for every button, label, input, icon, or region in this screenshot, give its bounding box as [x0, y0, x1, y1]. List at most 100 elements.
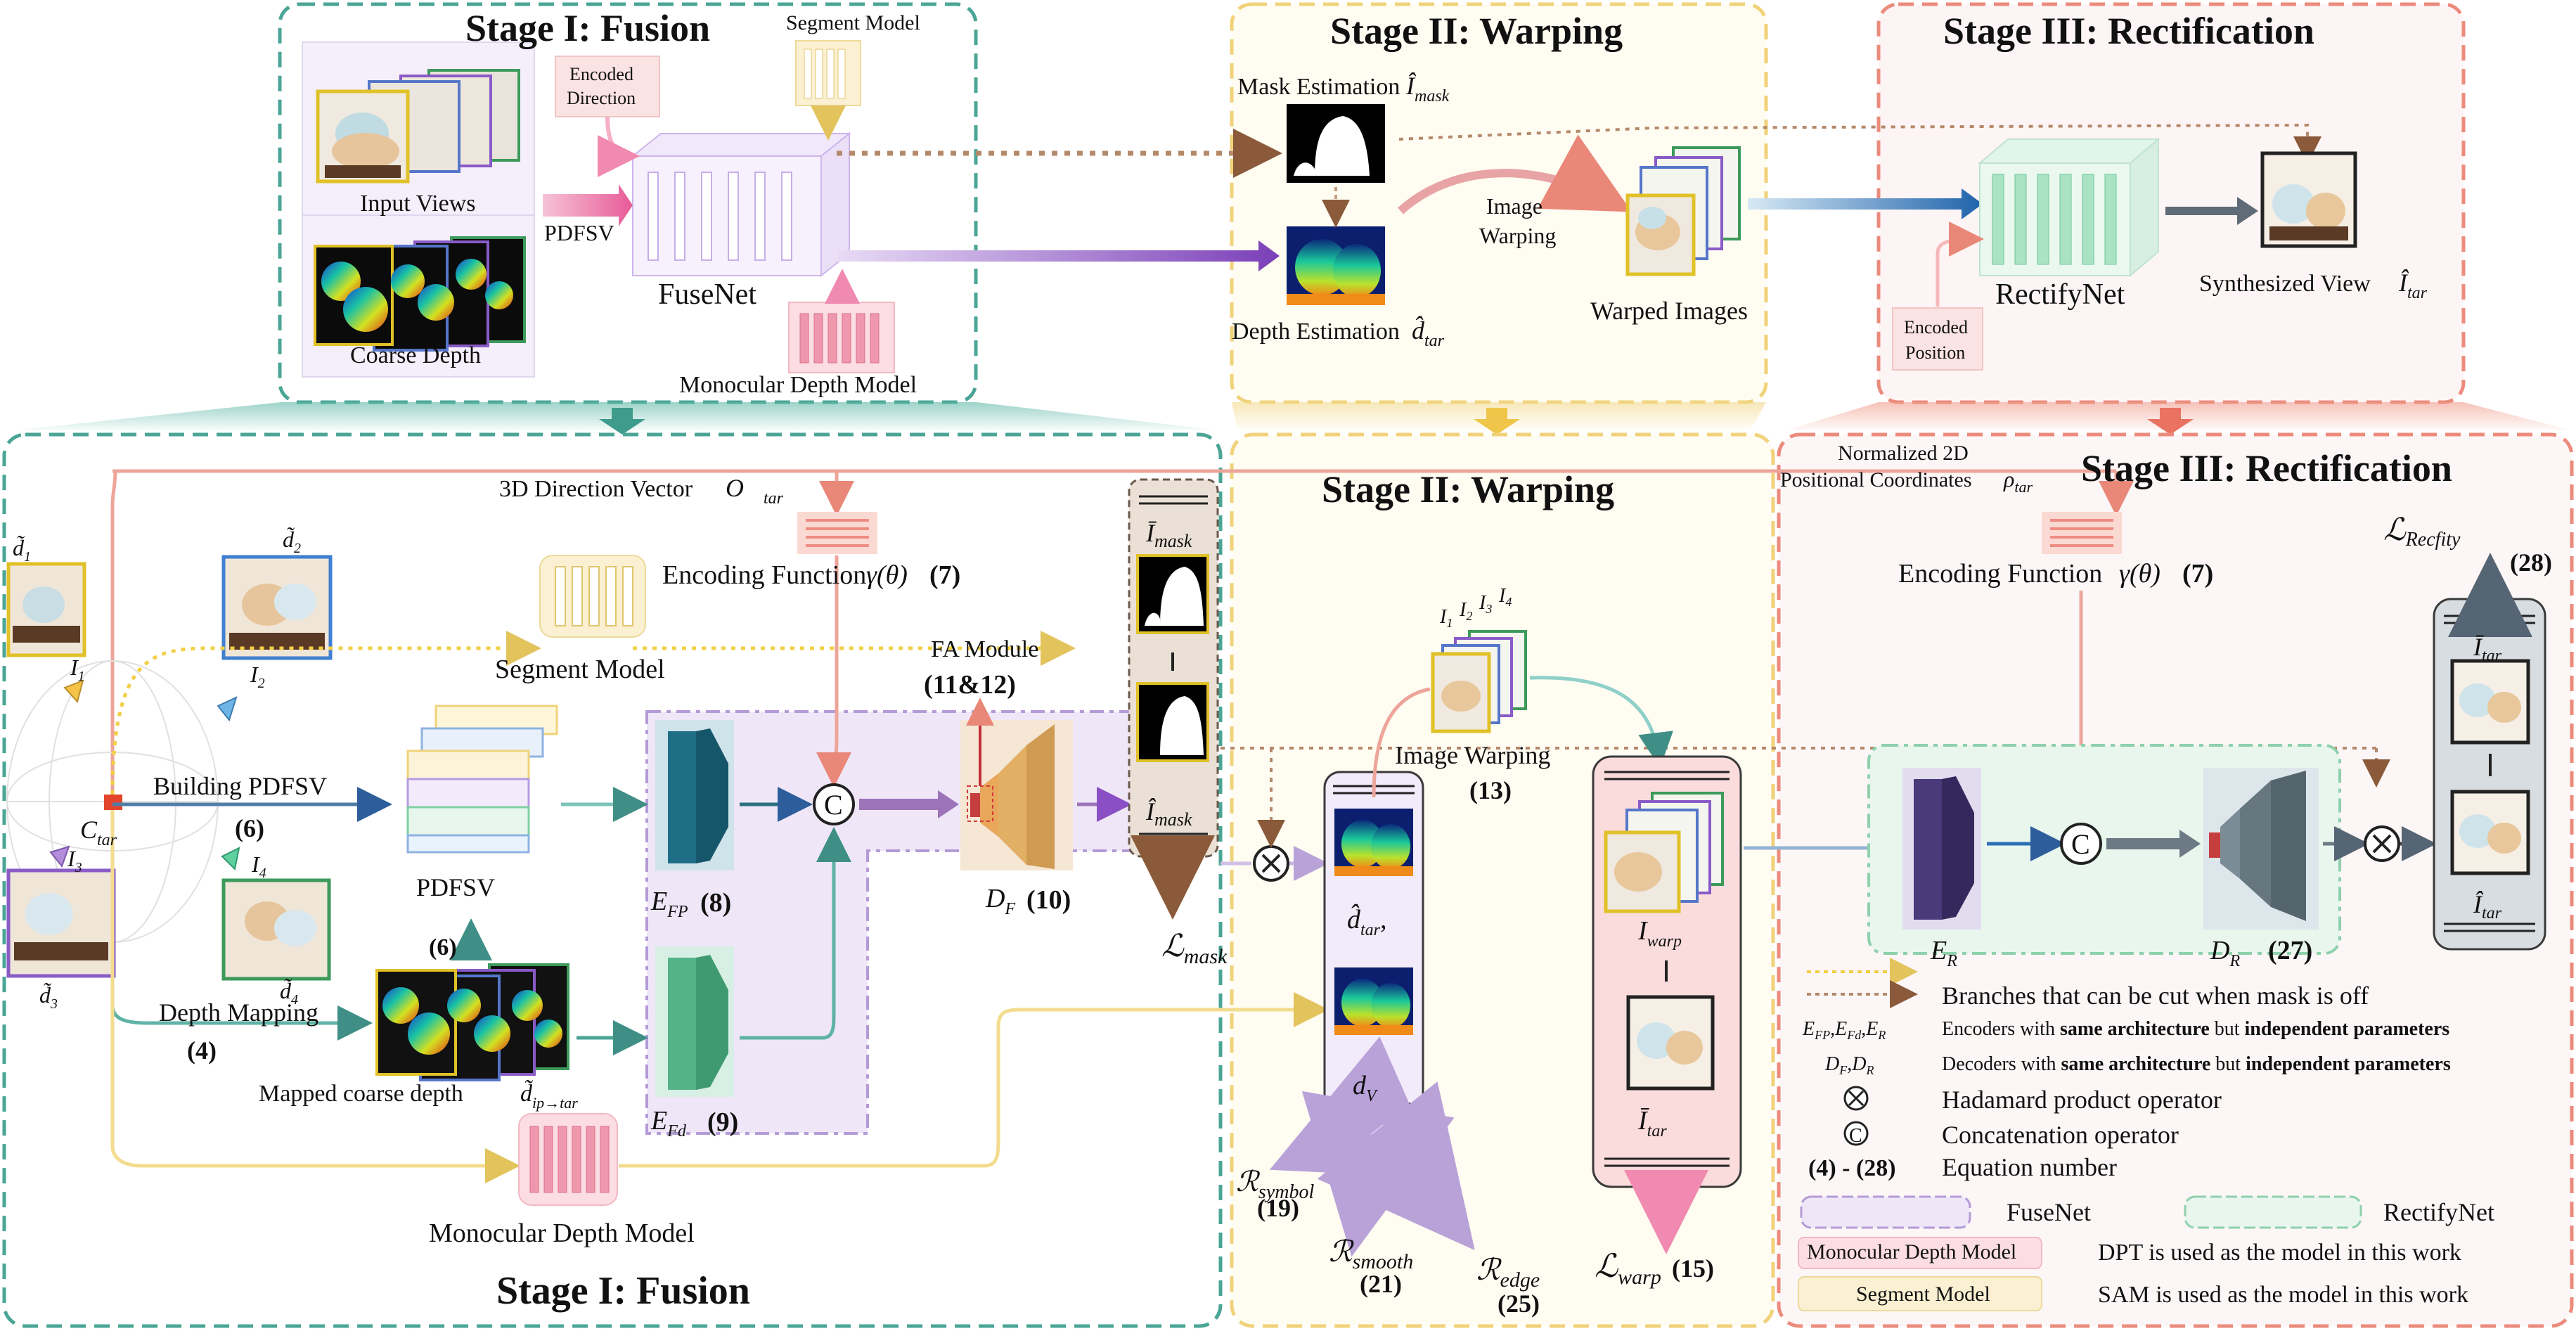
gamma-right-label: γ(θ)	[2119, 559, 2160, 589]
efd-label: EFd	[650, 1106, 687, 1140]
arrow-warped-to-rectify	[1748, 188, 1983, 219]
pdfsv-top-label: PDFSV	[544, 220, 614, 245]
stage1-top-title: Stage I: Fusion	[465, 7, 710, 49]
d3-label: d̃3	[39, 982, 58, 1012]
dr-decoder	[2203, 768, 2319, 930]
segment-model-mid-label: Segment Model	[495, 655, 665, 684]
camera-2	[217, 696, 238, 722]
i-mask-bar-label: Īmask	[1145, 519, 1192, 551]
warp-images	[1604, 792, 1724, 913]
i-tar-bar-right: Ītar	[2473, 633, 2502, 665]
segment-model-top-label: Segment Model	[786, 11, 920, 34]
mid-i2: I2	[1459, 599, 1472, 623]
mono-bottom-label: Monocular Depth Model	[429, 1219, 695, 1248]
input-view-3	[6, 868, 116, 978]
legend-enc-syms: EFP,EFd,ER	[1802, 1018, 1886, 1042]
l-rectify-label: ℒRecfity	[2383, 513, 2461, 551]
i2-label: I2	[250, 662, 265, 691]
camera-3	[49, 845, 70, 868]
mono-depth-bottom	[518, 1113, 618, 1206]
legend-dpt: DPT is used as the model in this work	[2098, 1240, 2461, 1266]
mask-est-symbol: Îmask	[1405, 72, 1450, 105]
legend-branches: Branches that can be cut when mask is of…	[1942, 982, 2369, 1010]
input-view-2	[221, 555, 333, 660]
concat-symbol-mid: C	[824, 789, 843, 821]
pdfsv-mid-label: PDFSV	[416, 873, 495, 901]
r-symbol-label: ℛsymbol	[1236, 1166, 1314, 1203]
d1-label: d̃1	[13, 535, 31, 565]
stage2-top-title: Stage II: Warping	[1330, 10, 1623, 52]
i1-label: I1	[70, 655, 85, 684]
coarse-depth-label: Coarse Depth	[350, 342, 481, 368]
mid-i3: I3	[1479, 592, 1492, 616]
stage2-mid-title: Stage II: Warping	[1322, 468, 1614, 510]
er-label: ER	[1930, 936, 1957, 970]
legend-seg-swatch	[1798, 1276, 2042, 1311]
rectifynet-top-block	[1978, 137, 2160, 278]
mid-i1: I1	[1439, 606, 1453, 630]
fan-edge	[1317, 1081, 1475, 1251]
mono-depth-top-icon	[788, 302, 895, 373]
building-pdfsv-label: Building PDFSV	[153, 772, 327, 800]
i4-label: I4	[251, 851, 266, 881]
synth-symbol: Îtar	[2398, 269, 2428, 302]
legend-rectify-swatch	[2184, 1195, 2362, 1229]
eq6b-label: (6)	[429, 934, 457, 960]
pdfsv-stack	[406, 705, 558, 854]
depth-est-symbol: d̂tar	[1412, 316, 1445, 350]
eq4-label: (4)	[187, 1036, 217, 1065]
mono-to-dv-line	[619, 992, 1329, 1168]
coarse-depth-stack	[314, 236, 526, 352]
synthesized-view-label: Synthesized View	[2199, 271, 2371, 297]
eq25-label: (25)	[1498, 1290, 1540, 1318]
encoded-position-label-1: Encoded	[1904, 317, 1968, 337]
stage3-mid-title: Stage III: Rectification	[2081, 447, 2452, 489]
eq7-right-label: (7)	[2182, 559, 2213, 589]
efp-encoder	[655, 720, 734, 870]
eq27-label: (27)	[2268, 936, 2312, 965]
stage1-bottom-box	[2, 432, 1223, 1328]
arrow-image-warping-top	[1397, 134, 1632, 214]
l-mask-label: ℒmask	[1161, 929, 1228, 968]
c-tar-label: Ctar	[80, 816, 117, 849]
encoded-direction-label-1: Encoded	[569, 64, 633, 84]
df-label: DF	[985, 884, 1015, 918]
legend-sam: SAM is used as the model in this work	[2098, 1282, 2468, 1308]
normalized-label-2: Positional Coordinates	[1780, 468, 1972, 491]
mono-line	[110, 810, 520, 1183]
camera-4	[221, 847, 240, 871]
arrow-fusenet-to-depth	[838, 240, 1280, 271]
eq13-label: (13)	[1469, 776, 1512, 804]
dir-vector-label: 3D Direction Vector	[499, 476, 693, 502]
legend-dec-desc: Decoders with same architecture but inde…	[1942, 1053, 2451, 1075]
normalized-label-1: Normalized 2D	[1838, 442, 1969, 465]
segment-branch-line	[110, 631, 541, 795]
encoding-icon-mid	[797, 512, 877, 554]
i3-label: I3	[67, 846, 82, 875]
fa-module-label: FA Module	[931, 636, 1038, 662]
legend-hadamard: Hadamard product operator	[1942, 1086, 2222, 1114]
eq28-label: (28)	[2510, 548, 2552, 577]
rectifynet-top-label: RectifyNet	[1995, 278, 2125, 311]
eq7-label: (7)	[929, 560, 960, 590]
d-v-label: dV	[1353, 1071, 1378, 1105]
rho-label: ρtar	[2003, 466, 2033, 496]
legend-seg-box: Segment Model	[1856, 1282, 1990, 1306]
encoding-icon-right	[2042, 512, 2122, 554]
stage1-bottom-title: Stage I: Fusion	[496, 1269, 750, 1313]
legend-concat-sym: C	[1849, 1125, 1862, 1147]
image-warping-top-2: Warping	[1479, 223, 1556, 248]
dr-label: DR	[2210, 936, 2240, 970]
stage3-top-title: Stage III: Rectification	[1943, 10, 2314, 52]
concat-symbol-right: C	[2071, 828, 2090, 860]
concat-op-right	[2060, 823, 2102, 865]
arrow-encoded-to-fusenet	[597, 116, 640, 177]
legend-mono-box: Monocular Depth Model	[1807, 1240, 2016, 1264]
warped-images-label: Warped Images	[1590, 297, 1748, 325]
d-tar-label: d̂tar,	[1347, 904, 1387, 939]
concat-op	[813, 783, 855, 825]
eq10-label: (10)	[1026, 885, 1071, 915]
mapped-depth-stack	[375, 963, 569, 1081]
input-view-1	[6, 562, 86, 657]
